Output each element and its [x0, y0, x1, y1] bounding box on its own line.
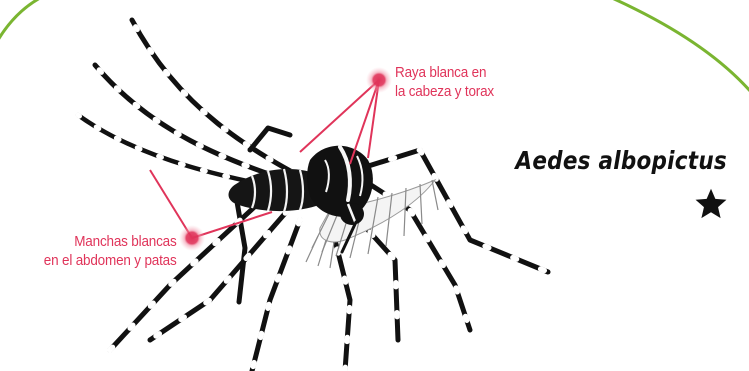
callout-dot-abdomen: [179, 225, 205, 251]
callout-abdomen-line2: en el abdomen y patas: [44, 251, 177, 270]
callout-abdomen-line1: Manchas blancas: [44, 232, 177, 251]
callout-abdomen-legs: Manchas blancas en el abdomen y patas: [44, 232, 177, 270]
antennae: [78, 20, 318, 194]
green-arc-right: [612, 0, 749, 92]
callout-head-thorax: Raya blanca en la cabeza y torax: [395, 63, 494, 101]
callout-head-line1: Raya blanca en: [395, 63, 494, 82]
green-arc-left: [0, 0, 40, 40]
species-name: Aedes albopictus: [515, 146, 727, 175]
star-icon: [692, 186, 730, 222]
callout-head-line2: la cabeza y torax: [395, 82, 494, 101]
callout-dot-head: [366, 67, 392, 93]
